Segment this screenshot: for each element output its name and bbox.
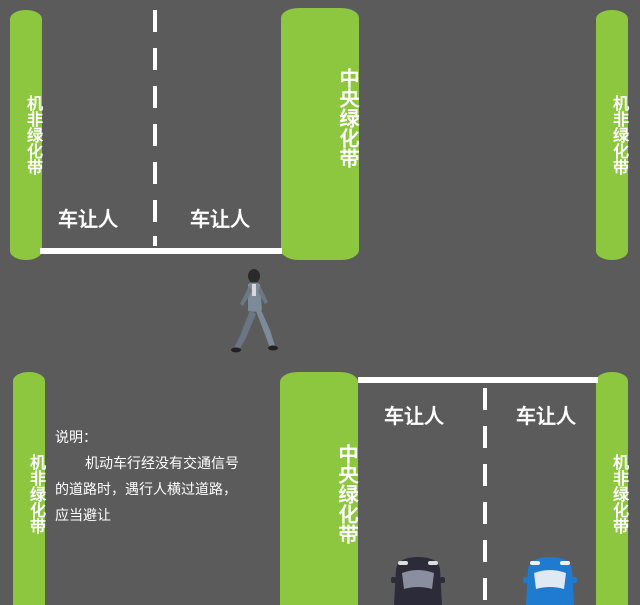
- side-belt-label: 机非绿化带: [24, 95, 43, 175]
- side-green-belt-bottom-left: 机非绿化带: [13, 372, 46, 605]
- lane-dash: [483, 578, 487, 600]
- center-belt-label: 中央绿化带: [336, 68, 360, 168]
- stop-line-top: [40, 248, 282, 254]
- center-green-belt-bottom: 中央绿化带: [280, 372, 359, 605]
- yield-mark-top-right: 车让人: [190, 207, 250, 231]
- note-line-1: 机动车行经没有交通信号: [85, 456, 239, 472]
- lane-dash: [483, 388, 487, 410]
- lane-dash: [153, 200, 157, 222]
- lane-dash: [483, 502, 487, 524]
- note-line-3: 应当避让: [55, 508, 111, 524]
- center-green-belt-top: 中央绿化带: [281, 8, 360, 260]
- yield-mark-bottom-right: 车让人: [516, 404, 576, 428]
- side-belt-label: 机非绿化带: [610, 454, 629, 534]
- explanation-note: 说明： 机动车行经没有交通信号 的道路时，遇行人横过道路， 应当避让: [55, 425, 285, 529]
- note-line-2: 的道路时，遇行人横过道路，: [55, 482, 237, 498]
- note-title: 说明：: [55, 430, 97, 446]
- side-green-belt-bottom-right: 机非绿化带: [596, 372, 629, 605]
- yield-mark-top-left: 车让人: [58, 207, 118, 231]
- center-belt-label: 中央绿化带: [335, 444, 359, 544]
- side-belt-label: 机非绿化带: [27, 454, 46, 534]
- lane-dash: [483, 426, 487, 448]
- dark-car-icon: [391, 557, 445, 605]
- lane-dash: [153, 124, 157, 146]
- lane-dash: [483, 464, 487, 486]
- side-green-belt-top-right: 机非绿化带: [596, 10, 629, 260]
- blue-car-icon: [523, 557, 577, 605]
- lane-dash: [153, 10, 157, 32]
- side-green-belt-top-left: 机非绿化带: [10, 10, 43, 260]
- lane-dash: [153, 48, 157, 70]
- side-belt-label: 机非绿化带: [610, 95, 629, 175]
- lane-dash: [153, 86, 157, 108]
- lane-dash: [483, 540, 487, 562]
- stop-line-bottom: [358, 377, 598, 383]
- lane-dash: [153, 236, 157, 246]
- lane-dash: [153, 162, 157, 184]
- pedestrian-walking-icon: [231, 269, 278, 353]
- yield-mark-bottom-left: 车让人: [384, 404, 444, 428]
